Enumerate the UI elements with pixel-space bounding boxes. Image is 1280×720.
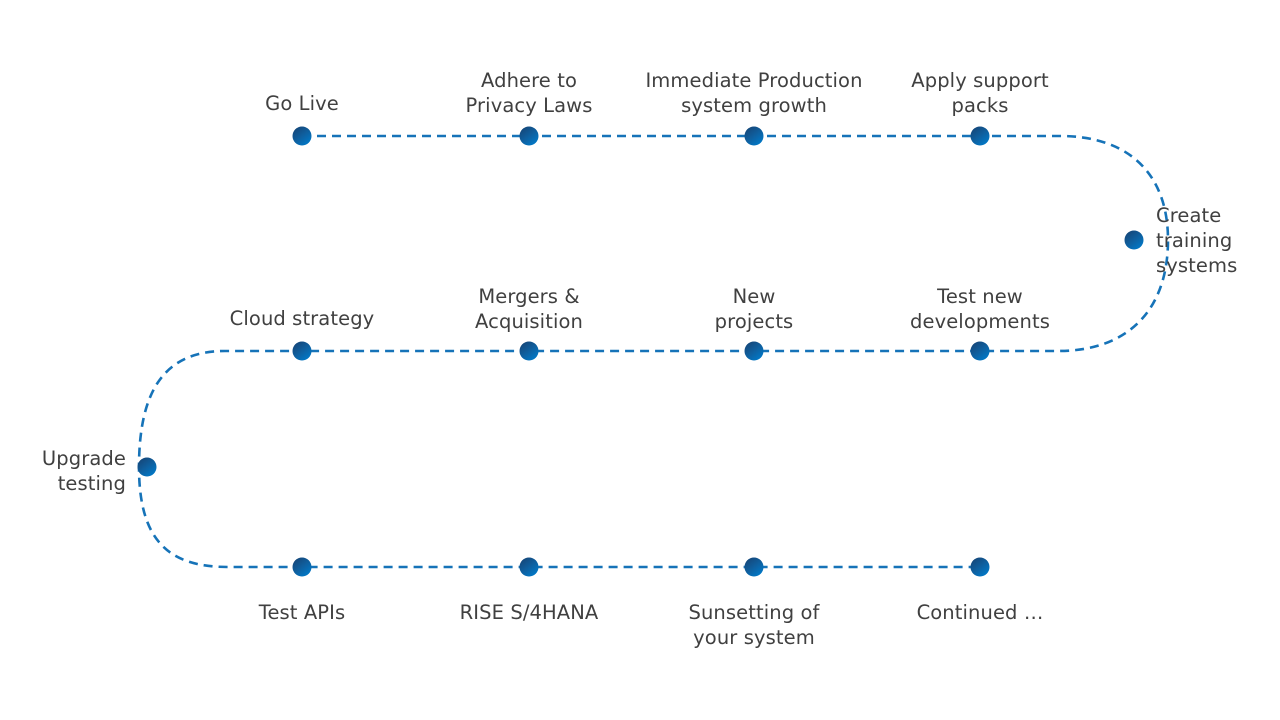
dashed-timeline-path [137, 134, 1170, 569]
milestone-label-immediate-production-system-growth: Immediate Production system growth [645, 69, 863, 117]
milestone-label-upgrade-testing: Upgrade testing [41, 447, 126, 495]
milestone-node-adhere-to-privacy-laws[interactable] [519, 126, 539, 146]
milestone-node-test-new-developments[interactable] [970, 341, 990, 361]
milestone-label-continued: Continued … [916, 601, 1044, 624]
milestone-node-create-training-systems[interactable] [1124, 230, 1144, 250]
milestone-node-rise-s4hana[interactable] [519, 557, 539, 577]
milestone-label-test-new-developments: Test new developments [910, 285, 1050, 333]
milestone-node-test-apis[interactable] [292, 557, 312, 577]
milestone-node-new-projects[interactable] [744, 341, 764, 361]
milestone-label-cloud-strategy: Cloud strategy [229, 307, 375, 330]
milestone-label-rise-s4hana: RISE S/4HANA [459, 601, 599, 624]
timeline-node-layer [137, 126, 1144, 577]
milestone-node-immediate-production-system-growth[interactable] [744, 126, 764, 146]
milestone-label-test-apis: Test APIs [258, 601, 346, 624]
milestone-node-upgrade-testing[interactable] [137, 457, 157, 477]
milestone-node-sunsetting-of-your-system[interactable] [744, 557, 764, 577]
milestone-node-apply-support-packs[interactable] [970, 126, 990, 146]
milestone-node-go-live[interactable] [292, 126, 312, 146]
milestone-node-continued[interactable] [970, 557, 990, 577]
milestone-label-apply-support-packs: Apply support packs [911, 69, 1049, 117]
milestone-node-cloud-strategy[interactable] [292, 341, 312, 361]
milestone-label-go-live: Go Live [265, 92, 339, 115]
milestone-label-mergers-and-acquisition: Mergers & Acquisition [475, 285, 583, 333]
milestone-label-new-projects: New projects [714, 285, 794, 333]
milestone-label-adhere-to-privacy-laws: Adhere to Privacy Laws [465, 69, 593, 117]
milestone-label-sunsetting-of-your-system: Sunsetting of your system [688, 601, 820, 649]
milestone-label-create-training-systems: Create training systems [1156, 204, 1238, 277]
milestone-node-mergers-and-acquisition[interactable] [519, 341, 539, 361]
